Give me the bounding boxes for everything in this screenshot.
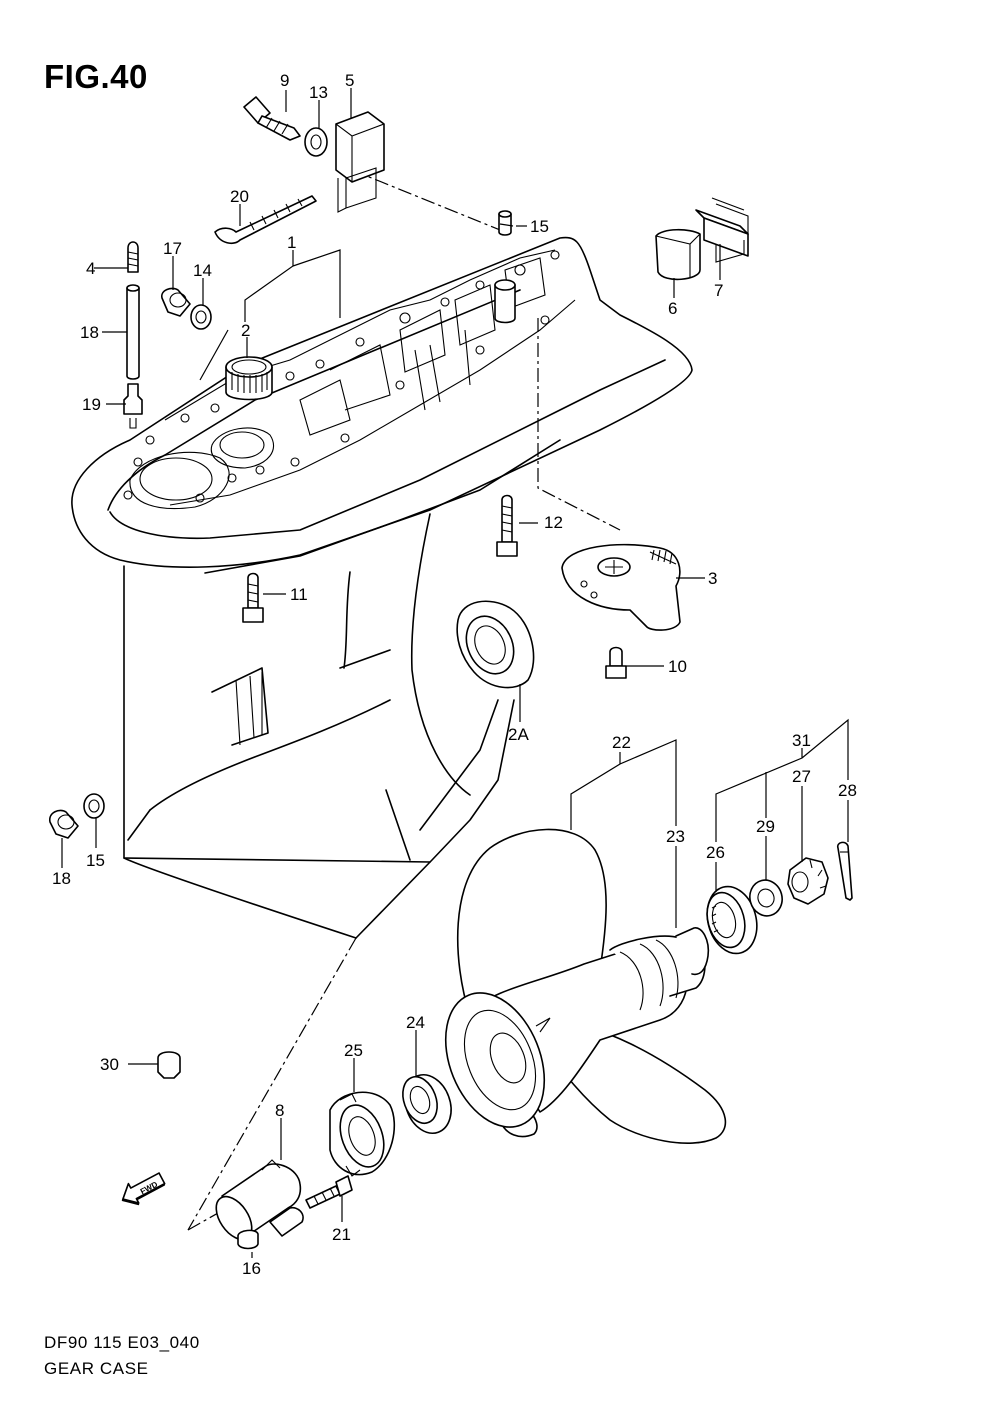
part-4-stud [127, 241, 139, 273]
figure-name: GEAR CASE [44, 1359, 149, 1378]
part-25-plate [329, 1091, 396, 1177]
callout-28: 28 [838, 781, 857, 800]
part-17-plug-upper [161, 287, 191, 317]
callout-19: 19 [82, 395, 101, 414]
callout-15: 15 [530, 217, 549, 236]
part-29-washer [749, 879, 783, 917]
callout-2a: 2A [508, 725, 529, 744]
callout-12: 12 [544, 513, 563, 532]
callout-11: 11 [290, 585, 308, 604]
leader-lines [61, 88, 849, 1258]
part-13-washer [304, 127, 328, 157]
part-9-bolt [243, 96, 301, 141]
callout-20: 20 [230, 187, 249, 206]
callout-10: 10 [668, 657, 687, 676]
part-14-washer-lower [83, 793, 105, 819]
part-11-bolt [242, 572, 264, 623]
callout-25: 25 [344, 1041, 363, 1060]
callout-1: 1 [287, 233, 296, 252]
callout-5: 5 [345, 71, 354, 90]
callout-29: 29 [756, 817, 775, 836]
part-23-propeller [444, 828, 727, 1144]
callout-14-upper: 14 [193, 261, 212, 280]
callout-3: 3 [708, 569, 717, 588]
part-3-trim-tab [561, 543, 681, 631]
callout-7: 7 [714, 281, 723, 300]
callout-24: 24 [406, 1013, 425, 1032]
part-5-anode [335, 111, 385, 213]
callout-18: 18 [80, 323, 99, 342]
part-2a-seal [456, 600, 535, 689]
part-16-stopper [237, 1229, 259, 1250]
callout-17-lower: 18 [52, 869, 71, 888]
figure-title: FIG.40 [44, 58, 148, 95]
part-17-plug-lower [49, 809, 79, 839]
part-12-bolt [496, 494, 518, 557]
part-27-nut [787, 857, 829, 905]
part-26-spacer [706, 885, 758, 955]
callout-14-lower: 15 [86, 851, 105, 870]
part-18-tube [126, 284, 140, 380]
callout-17-upper: 17 [163, 239, 182, 258]
part-10-bolt [605, 646, 627, 679]
callout-8: 8 [275, 1101, 284, 1120]
callout-4: 4 [86, 259, 95, 278]
part-30-plug [157, 1051, 181, 1079]
part-28-cotter-pin [836, 841, 853, 901]
callout-23: 23 [666, 827, 685, 846]
callout-9: 9 [280, 71, 289, 90]
part-7-bracket [695, 197, 749, 263]
part-14-washer-upper [190, 304, 212, 330]
callout-26: 26 [706, 843, 725, 862]
fwd-arrow-icon: FWD [121, 1172, 166, 1206]
gear-case-housing [71, 169, 693, 1231]
part-15-dowel [498, 210, 512, 236]
callout-30: 30 [100, 1055, 119, 1074]
part-21-bolt [305, 1175, 353, 1209]
callout-21: 21 [332, 1225, 351, 1244]
part-8-spacer [215, 1159, 304, 1241]
callout-16: 16 [242, 1259, 261, 1278]
part-24-bushing [402, 1074, 452, 1134]
callout-2: 2 [241, 321, 250, 340]
callout-31: 31 [792, 731, 811, 750]
part-19-fitting [123, 383, 143, 429]
part-6-plug [655, 228, 701, 281]
callout-13: 13 [309, 83, 328, 102]
callout-numbers: 9 13 5 20 15 17 14 4 1 2 18 19 6 7 12 3 … [52, 71, 857, 1278]
part-20-cable-tie [214, 195, 317, 245]
callout-27: 27 [792, 767, 811, 786]
callout-22: 22 [612, 733, 631, 752]
callout-6: 6 [668, 299, 677, 318]
figure-code: DF90 115 E03_040 [44, 1333, 200, 1352]
